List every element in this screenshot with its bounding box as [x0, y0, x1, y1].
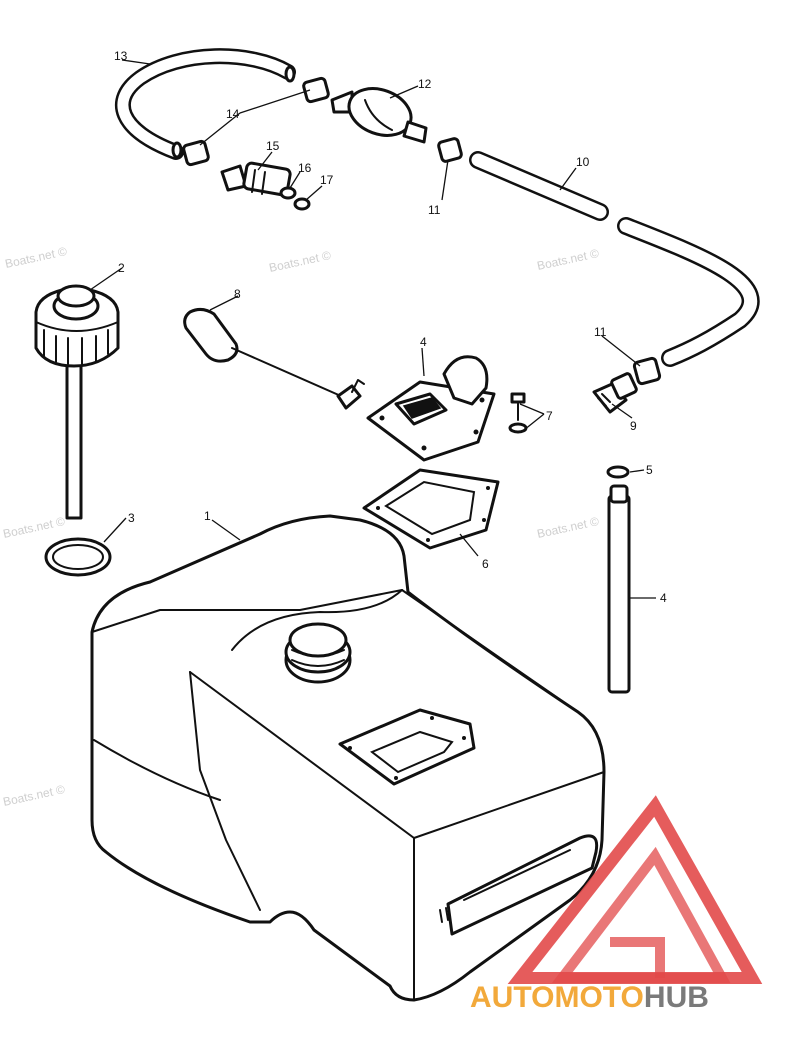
primer-bulb-12 — [330, 87, 428, 144]
hose-clamp-11 — [437, 137, 463, 163]
callout-label: 9 — [630, 419, 637, 433]
fuel-hose-10 — [469, 151, 760, 367]
hose-clamp-14 — [182, 76, 330, 167]
o-ring-5 — [606, 465, 630, 479]
logo-triangle-icon — [507, 795, 763, 984]
callout-label: 14 — [226, 107, 240, 121]
watermark: Boats.net © — [268, 248, 333, 275]
callout-label: 12 — [418, 77, 432, 91]
callout-label: 6 — [482, 557, 489, 571]
filler-cap-2 — [34, 284, 120, 520]
fuel-gauge-8 — [183, 307, 365, 410]
gauge-plate-4 — [366, 355, 496, 462]
watermark: Boats.net © — [536, 514, 601, 541]
callout-label: 11 — [594, 325, 607, 339]
callout-label: 16 — [298, 161, 312, 175]
callout-label: 11 — [428, 203, 441, 217]
cap-gasket-3 — [44, 537, 112, 577]
fuel-connector-15 — [220, 161, 292, 197]
callout-label: 3 — [128, 511, 135, 525]
watermark: Boats.net © — [2, 782, 67, 809]
callout-label: 7 — [546, 409, 553, 423]
callout-label: 4 — [420, 335, 427, 349]
callouts: 1 2 3 4 4 5 6 7 8 9 10 11 11 12 13 14 15… — [114, 49, 667, 605]
pickup-tube-4 — [607, 484, 631, 694]
hose-clamp-11 — [632, 356, 662, 386]
svg-text:AUTOMOTOHUB: AUTOMOTOHUB — [470, 981, 709, 1014]
automotohub-logo: AUTOMOTOHUB — [470, 795, 763, 1014]
fuel-tank-1 — [90, 514, 606, 1002]
callout-label: 17 — [320, 173, 334, 187]
callout-label: 4 — [660, 591, 667, 605]
logo-suffix-text: HUB — [644, 981, 709, 1014]
logo-prefix-text: AUTOMOTO — [470, 981, 644, 1014]
screw-7 — [508, 392, 528, 434]
o-ring-16 — [279, 186, 297, 200]
o-ring-17 — [293, 197, 311, 211]
callout-label: 2 — [118, 261, 125, 275]
watermark: Boats.net © — [536, 246, 601, 273]
leader-lines — [89, 59, 656, 599]
watermark: Boats.net © — [4, 244, 69, 271]
watermark: Boats.net © — [2, 514, 67, 541]
callout-label: 10 — [576, 155, 590, 169]
fuel-hose-13 — [115, 48, 296, 160]
callout-label: 5 — [646, 463, 653, 477]
callout-label: 13 — [114, 49, 128, 63]
callout-label: 15 — [266, 139, 280, 153]
callout-label: 8 — [234, 287, 241, 301]
hose-fitting-9 — [592, 372, 638, 414]
callout-label: 1 — [204, 509, 211, 523]
plate-gasket-6 — [362, 468, 500, 550]
